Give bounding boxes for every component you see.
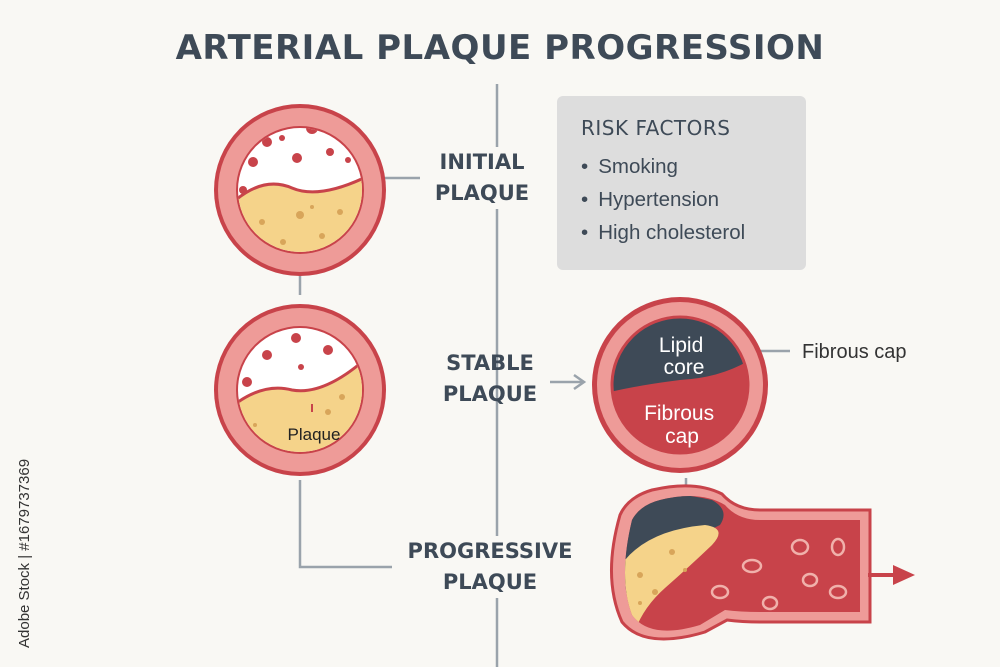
stock-watermark: Adobe Stock | #1679737369 xyxy=(16,458,33,648)
fibrous-cap-line1: Fibrous xyxy=(644,402,714,425)
risk-factors-box: RISK FACTORS Smoking Hypertension High c… xyxy=(557,96,806,270)
risk-factor-item: Hypertension xyxy=(581,183,782,216)
risk-factor-item: Smoking xyxy=(581,150,782,183)
risk-factors-title: RISK FACTORS xyxy=(581,116,731,140)
fibrous-cap-callout: Fibrous cap xyxy=(802,341,907,363)
lipid-core-label: Lipid core xyxy=(659,334,709,379)
risk-factor-item: High cholesterol xyxy=(581,216,782,249)
stable-plaque-cross-section xyxy=(214,304,386,476)
progressive-plaque-vessel xyxy=(609,484,872,641)
progressive-connector xyxy=(298,480,392,569)
risk-factors-list: Smoking Hypertension High cholesterol xyxy=(581,150,782,249)
lipid-core-cross-section xyxy=(592,297,768,473)
initial-plaque-cross-section xyxy=(214,104,386,276)
lipid-core-line2: core xyxy=(664,356,705,379)
initial-plaque-label: INITIAL PLAQUE xyxy=(420,147,544,209)
page-title: ARTERIAL PLAQUE PROGRESSION xyxy=(175,28,825,68)
flow-arrow-icon xyxy=(868,565,915,585)
plaque-label: Plaque xyxy=(288,425,341,444)
fibrous-cap-inner-label: Fibrous cap xyxy=(644,402,720,448)
stable-plaque-label: STABLE PLAQUE xyxy=(442,351,538,406)
progressive-plaque-label: PROGRESSIVE PLAQUE xyxy=(392,536,588,598)
stable-arrow xyxy=(550,373,587,391)
fibrous-cap-line2: cap xyxy=(665,425,699,448)
lipid-core-line1: Lipid xyxy=(659,334,703,357)
